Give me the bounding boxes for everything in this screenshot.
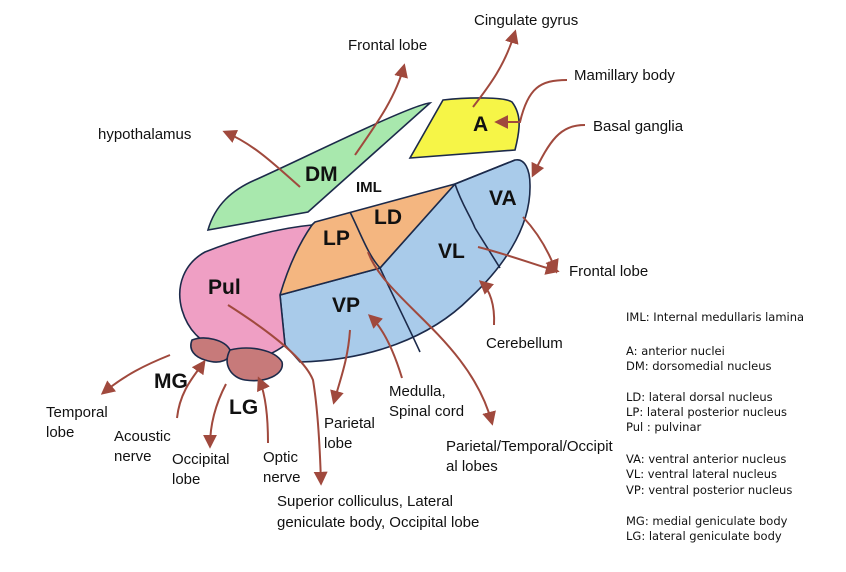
annotation-superior-colliculus-1: Superior colliculus, Lateral (277, 493, 453, 510)
legend-pul: Pul : pulvinar (626, 420, 702, 434)
annotation-occipital-lobe-2: lobe (172, 471, 200, 488)
annotation-acoustic-nerve-1: Acoustic (114, 428, 171, 445)
legend: IML: Internal medullaris lamina A: anter… (626, 310, 804, 543)
annotation-basal-ganglia: Basal ganglia (593, 118, 684, 135)
annotation-occipital-lobe-1: Occipital (172, 451, 230, 468)
region-pul (178, 224, 314, 360)
arrow-mamillary (494, 79, 568, 129)
annotation-parietal-temporal-2: al lobes (446, 458, 498, 475)
label-vp: VP (332, 294, 360, 317)
arrow-cingulate (472, 29, 519, 108)
label-pul: Pul (208, 276, 241, 299)
region-a (408, 97, 520, 159)
label-va: VA (489, 187, 517, 210)
arrow-occipital (203, 383, 227, 449)
annotation-hypothalamus: hypothalamus (98, 126, 191, 143)
annotation-medulla-1: Medulla, (389, 383, 446, 400)
region-dm (206, 101, 433, 232)
region-lg (226, 347, 283, 382)
annotation-acoustic-nerve-2: nerve (114, 448, 152, 465)
label-iml: IML (356, 179, 382, 196)
label-lg: LG (229, 396, 258, 419)
label-lp: LP (323, 227, 350, 250)
arrow-parietal-lobe (330, 329, 351, 405)
annotation-optic-nerve-1: Optic (263, 449, 299, 466)
annotation-cingulate-gyrus: Cingulate gyrus (474, 12, 578, 29)
annotation-frontal-lobe-right: Frontal lobe (569, 263, 648, 280)
arrow-hypothalamus (222, 130, 301, 188)
annotation-parietal-lobe-2: lobe (324, 435, 352, 452)
arrow-acoustic (176, 359, 206, 419)
arrow-medulla (367, 314, 403, 379)
label-mg: MG (154, 370, 188, 393)
label-dm: DM (305, 163, 338, 186)
legend-iml: IML: Internal medullaris lamina (626, 310, 804, 324)
arrow-basal-ganglia (531, 124, 586, 178)
annotation-mamillary-body: Mamillary body (574, 67, 675, 84)
legend-vp: VP: ventral posterior nucleus (626, 483, 792, 497)
annotation-cerebellum: Cerebellum (486, 335, 563, 352)
arrow-temporal-lobe (100, 354, 171, 395)
legend-dm: DM: dorsomedial nucleus (626, 359, 772, 373)
annotation-parietal-temporal-1: Parietal/Temporal/Occipit (446, 438, 614, 455)
arrow-optic (257, 376, 270, 444)
legend-lg: LG: lateral geniculate body (626, 529, 782, 543)
legend-a: A: anterior nuclei (626, 344, 725, 358)
legend-mg: MG: medial geniculate body (626, 514, 788, 528)
label-ld: LD (374, 206, 402, 229)
annotation-optic-nerve-2: nerve (263, 469, 301, 486)
region-mg (190, 337, 231, 363)
arrow-cerebellum (478, 280, 496, 326)
legend-va: VA: ventral anterior nucleus (626, 452, 786, 466)
label-a: A (473, 113, 488, 136)
arrow-parietal-temporal (367, 251, 496, 426)
annotation-parietal-lobe-1: Parietal (324, 415, 375, 432)
arrow-superior-colliculus (227, 304, 328, 486)
arrow-frontal-top (354, 63, 408, 156)
annotation-superior-colliculus-2: geniculate body, Occipital lobe (277, 514, 479, 531)
arrow-frontal-right-vl (477, 246, 560, 275)
legend-ld: LD: lateral dorsal nucleus (626, 390, 773, 404)
annotation-temporal-lobe-1: Temporal (46, 404, 108, 421)
annotation-medulla-2: Spinal cord (389, 403, 464, 420)
legend-lp: LP: lateral posterior nucleus (626, 405, 787, 419)
legend-vl: VL: ventral lateral nucleus (626, 467, 777, 481)
annotation-frontal-lobe-top: Frontal lobe (348, 37, 427, 54)
annotation-temporal-lobe-2: lobe (46, 424, 74, 441)
label-vl: VL (438, 240, 465, 263)
